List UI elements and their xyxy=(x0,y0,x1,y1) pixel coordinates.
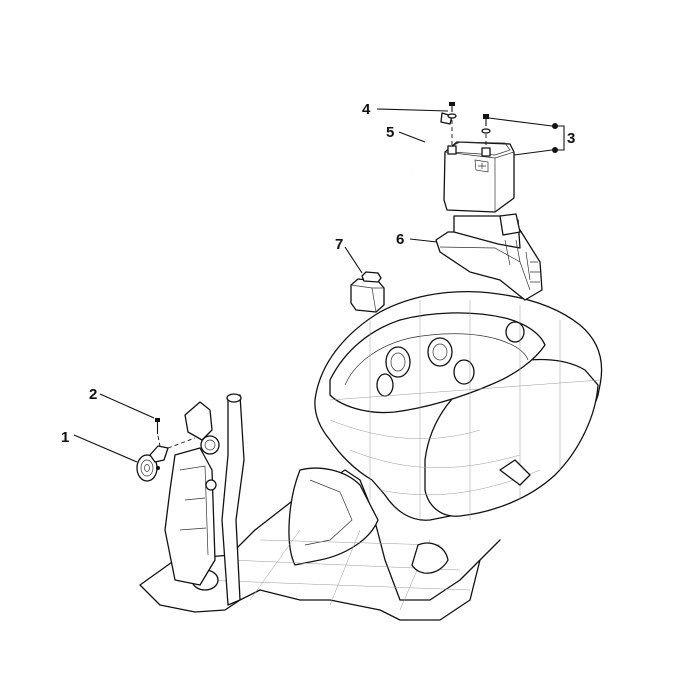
leader-lines xyxy=(73,108,565,463)
scooter-frame xyxy=(139,291,603,621)
relay-part xyxy=(350,271,385,313)
breather-tube-part xyxy=(410,112,453,173)
battery-tray-part xyxy=(435,213,543,301)
steering-tube xyxy=(164,393,245,606)
horn-screw-part xyxy=(155,418,196,449)
horn-part xyxy=(136,445,169,482)
battery-screw-part xyxy=(481,114,491,148)
battery-part xyxy=(443,141,515,213)
callout-4: 4 xyxy=(362,101,371,118)
callout-2: 2 xyxy=(89,386,97,403)
terminal-screw-part xyxy=(447,102,457,145)
callout-7: 7 xyxy=(335,236,343,253)
callout-5: 5 xyxy=(386,124,394,141)
callout-6: 6 xyxy=(396,231,404,248)
callout-3: 3 xyxy=(567,130,575,147)
callout-1: 1 xyxy=(61,429,69,446)
